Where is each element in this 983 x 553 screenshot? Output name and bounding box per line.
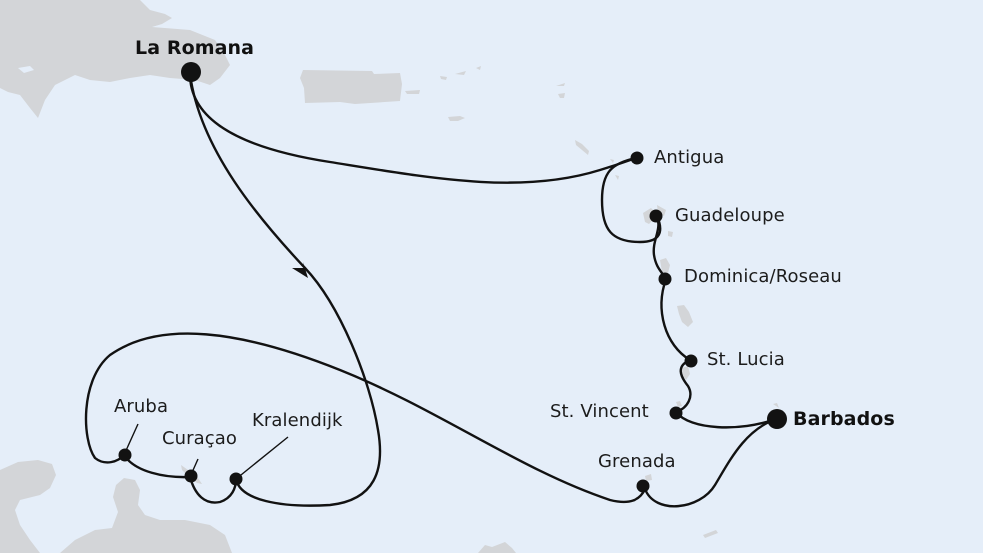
route-segment: [643, 417, 778, 508]
port-label-barbados: Barbados: [793, 408, 895, 430]
route-segment: [660, 277, 692, 362]
port-label-kralendijk: Kralendijk: [252, 410, 343, 431]
route-segment: [674, 410, 778, 429]
hispaniola-land: [0, 0, 230, 118]
arrowhead-icon: [292, 262, 308, 278]
route-segment: [84, 332, 647, 504]
port-marker-guadeloupe[interactable]: [649, 209, 663, 223]
port-marker-curacao[interactable]: [184, 469, 198, 483]
route-segment: [600, 156, 662, 244]
port-marker-kralendijk[interactable]: [229, 472, 243, 486]
port-label-la-romana: La Romana: [135, 37, 255, 59]
route-segment: [122, 453, 192, 479]
port-label-st-vincent: St. Vincent: [550, 401, 649, 422]
port-marker-st-lucia[interactable]: [684, 354, 698, 368]
port-marker-la-romana[interactable]: [181, 62, 201, 82]
port-label-antigua: Antigua: [654, 147, 725, 168]
port-marker-grenada[interactable]: [636, 479, 650, 493]
port-label-curacao: Curaçao: [162, 428, 238, 449]
route-segment: [674, 358, 692, 414]
port-marker-aruba[interactable]: [118, 448, 132, 462]
port-label-dominica: Dominica/Roseau: [684, 266, 842, 287]
port-marker-barbados[interactable]: [767, 409, 787, 429]
south-america-land: [0, 460, 56, 553]
route-segment: [188, 475, 238, 504]
route-segment: [188, 72, 382, 507]
port-label-st-lucia: St. Lucia: [707, 349, 785, 370]
port-label-guadeloupe: Guadeloupe: [675, 205, 785, 226]
port-marker-st-vincent[interactable]: [669, 406, 683, 420]
puerto-rico-land: [300, 70, 402, 104]
port-marker-antigua[interactable]: [630, 151, 644, 165]
kralendijk-leader-line: [235, 436, 289, 480]
port-marker-dominica[interactable]: [658, 272, 672, 286]
port-label-grenada: Grenada: [598, 451, 676, 472]
route-segment: [188, 72, 638, 184]
port-label-aruba: Aruba: [114, 396, 169, 417]
